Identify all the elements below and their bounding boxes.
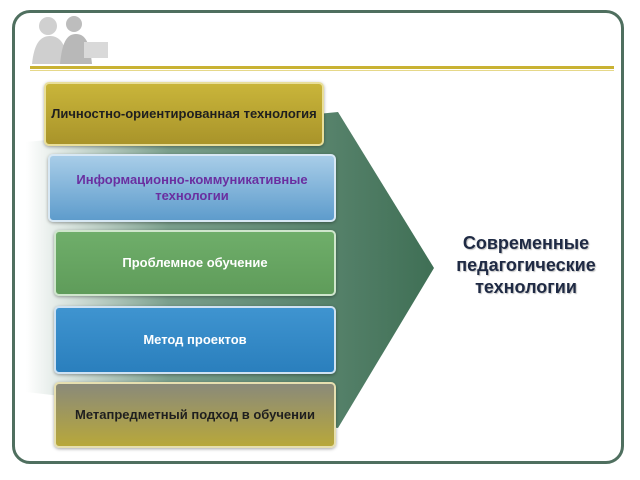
box-ict: Информационно-коммуникативные технологии: [48, 154, 336, 222]
box-project-method: Метод проектов: [54, 306, 336, 374]
people-silhouette-icon: [32, 16, 108, 64]
box-personal-oriented: Личностно-ориентированная технология: [44, 82, 324, 146]
target-title: Современные педагогические технологии: [456, 233, 596, 297]
box-personal-oriented-label: Личностно-ориентированная технология: [51, 106, 317, 121]
header-rule-light: [30, 70, 614, 71]
header-rule: [30, 66, 614, 69]
box-metasubject-label: Метапредметный подход в обучении: [74, 407, 316, 422]
box-metasubject: Метапредметный подход в обучении: [54, 382, 336, 448]
box-problem-learning-label: Проблемное обучение: [122, 255, 268, 270]
box-ict-label: Информационно-коммуникативные технологии: [76, 172, 308, 203]
box-project-method-label: Метод проектов: [143, 332, 247, 347]
box-problem-learning: Проблемное обучение: [54, 230, 336, 296]
